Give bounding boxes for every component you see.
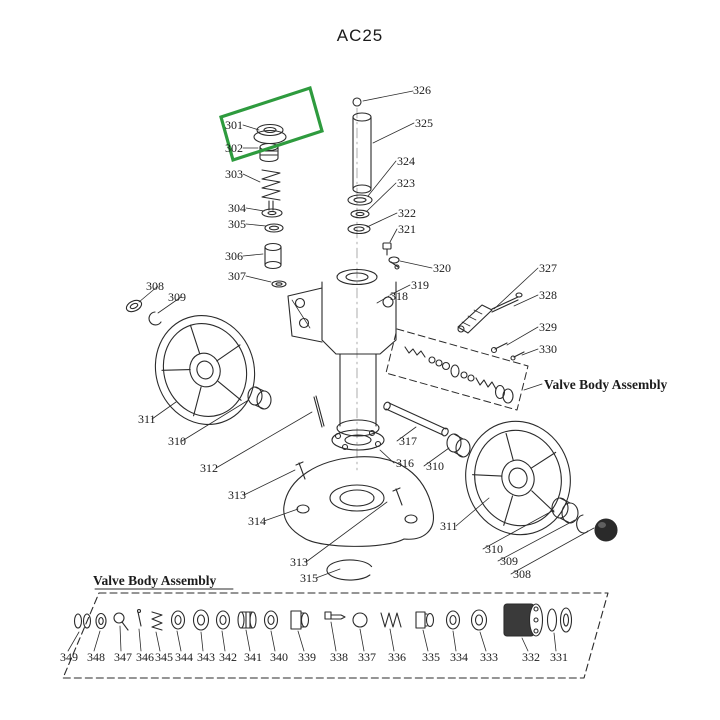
top-parts-stack: [253, 123, 287, 288]
part-label-311: 311: [138, 412, 156, 426]
part-label-302: 302: [225, 141, 243, 155]
part-label-324: 324: [397, 154, 415, 168]
part-label-346: 346: [136, 650, 154, 664]
page-title: AC25: [336, 26, 384, 45]
part-label-318: 318: [390, 289, 408, 303]
pump-cylinder-stack: [347, 97, 400, 270]
part-label-337: 337: [358, 650, 376, 664]
part-label-306: 306: [225, 249, 243, 263]
part-label-301: 301: [225, 118, 243, 132]
part-label-342: 342: [219, 650, 237, 664]
part-label-310: 310: [426, 459, 444, 473]
part-label-308: 308: [513, 567, 531, 581]
part-label-320: 320: [433, 261, 451, 275]
part-label-327: 327: [539, 261, 557, 275]
part-label-303: 303: [225, 167, 243, 181]
part-label-305: 305: [228, 217, 246, 231]
part-label-328: 328: [539, 288, 557, 302]
part-label-348: 348: [87, 650, 105, 664]
control-lever: [457, 292, 525, 361]
highlight-box-part-301[interactable]: [219, 85, 324, 163]
part-label-333: 333: [480, 650, 498, 664]
bottom-valve-box: [62, 588, 609, 679]
part-label-344: 344: [175, 650, 193, 664]
part-label-313: 313: [228, 488, 246, 502]
right-wheel: [465, 420, 618, 542]
part-label-330: 330: [539, 342, 557, 356]
part-label-321: 321: [398, 222, 416, 236]
part-label-309: 309: [500, 554, 518, 568]
part-label-308: 308: [146, 279, 164, 293]
left-wheel: [125, 299, 272, 426]
part-label-312: 312: [200, 461, 218, 475]
part-label-325: 325: [415, 116, 433, 130]
part-label-349: 349: [60, 650, 78, 664]
part-labels: 301 302 303 304 305 306 307 326 325 324 323 322 321 3…: [60, 83, 668, 664]
part-label-341: 341: [244, 650, 262, 664]
part-label-335: 335: [422, 650, 440, 664]
valve-body-assembly-right: Valve Body Assembly: [544, 377, 668, 392]
part-label-313: 313: [290, 555, 308, 569]
part-label-310: 310: [485, 542, 503, 556]
part-label-332: 332: [522, 650, 540, 664]
part-label-311: 311: [440, 519, 458, 533]
part-label-343: 343: [197, 650, 215, 664]
part-label-326: 326: [413, 83, 431, 97]
bottom-parts-row: [73, 603, 573, 637]
valve-body-assembly-bottom: Valve Body Assembly: [93, 573, 217, 588]
base-plate: [283, 456, 434, 581]
part-label-329: 329: [539, 320, 557, 334]
lower-flange: [331, 429, 385, 451]
part-label-316: 316: [396, 456, 414, 470]
part-label-339: 339: [298, 650, 316, 664]
part-label-334: 334: [450, 650, 468, 664]
part-label-309: 309: [168, 290, 186, 304]
part-label-310: 310: [168, 434, 186, 448]
part-label-315: 315: [300, 571, 318, 585]
part-label-319: 319: [411, 278, 429, 292]
part-label-314: 314: [248, 514, 266, 528]
part-label-338: 338: [330, 650, 348, 664]
pump-body: [287, 268, 397, 437]
part-label-322: 322: [398, 206, 416, 220]
valve-chain-callout: [385, 328, 529, 411]
diagram-artwork: [62, 90, 618, 679]
part-label-304: 304: [228, 201, 246, 215]
part-label-323: 323: [397, 176, 415, 190]
part-label-307: 307: [228, 269, 246, 283]
part-label-340: 340: [270, 650, 288, 664]
part-label-331: 331: [550, 650, 568, 664]
part-label-347: 347: [114, 650, 132, 664]
axle-pin: [383, 401, 471, 458]
part-label-317: 317: [399, 434, 417, 448]
part-label-345: 345: [155, 650, 173, 664]
pin-312: [313, 395, 325, 428]
leader-lines: [67, 90, 595, 652]
part-label-336: 336: [388, 650, 406, 664]
